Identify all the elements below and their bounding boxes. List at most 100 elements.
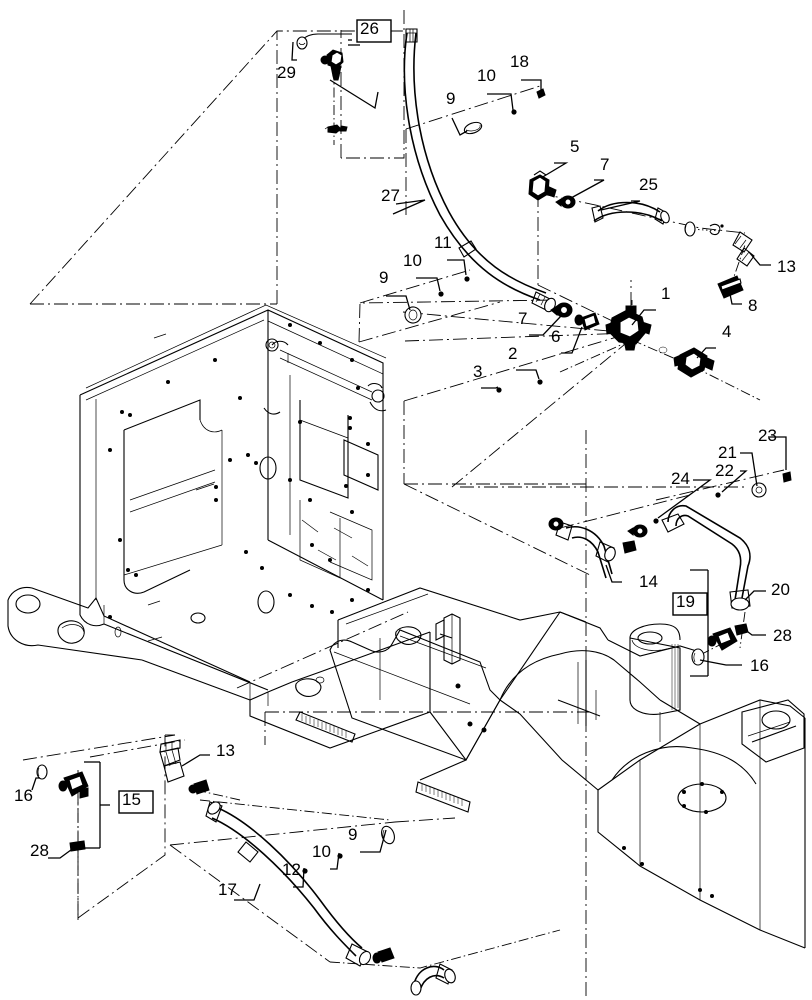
callout-28[interactable]: 28 [773, 626, 792, 645]
part-10-point-mid [438, 291, 444, 297]
callout-11[interactable]: 11 [434, 233, 452, 252]
callout-4[interactable]: 4 [722, 322, 731, 341]
reservoir-tank [629, 623, 681, 715]
callout-10[interactable]: 10 [403, 251, 422, 270]
callout-24[interactable]: 24 [671, 469, 690, 488]
callout-number: 18 [510, 52, 529, 71]
part-2-point [537, 379, 543, 385]
callout-10[interactable]: 10 [312, 842, 331, 861]
callout-box [118, 790, 154, 814]
callout-number: 20 [771, 580, 790, 599]
callout-number: 13 [777, 257, 796, 276]
part-13-fitting-upper [732, 231, 755, 267]
part-9-clamp-lower [381, 825, 395, 845]
assembly-26 [291, 33, 379, 134]
assembly-15 [31, 761, 110, 859]
callout-number: 9 [348, 825, 357, 844]
tube-20-24 [661, 504, 751, 611]
callout-number: 3 [473, 362, 482, 381]
assembly-17-lower-hose [159, 739, 456, 996]
callout-number: 16 [750, 656, 769, 675]
callout-16[interactable]: 16 [750, 656, 769, 675]
callout-number: 22 [715, 461, 734, 480]
callout-9[interactable]: 9 [348, 825, 357, 844]
callout-number: 28 [773, 626, 792, 645]
callout-22[interactable]: 22 [715, 461, 734, 480]
callout-7[interactable]: 7 [518, 309, 527, 328]
part-5-valve [528, 170, 557, 201]
callout-17[interactable]: 17 [218, 880, 237, 899]
callout-3[interactable]: 3 [473, 362, 482, 381]
assembly-14-20-24 [548, 436, 792, 677]
part-21-clamp [751, 482, 767, 498]
part-10-point [511, 109, 517, 115]
callout-1[interactable]: 1 [661, 284, 670, 303]
construction-axes [22, 10, 785, 1000]
callout-number: 9 [446, 89, 455, 108]
callout-15-group[interactable]: 15 [118, 790, 154, 814]
part-16-fitting-right [707, 627, 738, 651]
callout-number: 24 [671, 469, 690, 488]
part-13-clamp-lower [188, 779, 210, 795]
callout-21[interactable]: 21 [718, 443, 737, 462]
callout-18[interactable]: 18 [510, 52, 529, 71]
callout-27[interactable]: 27 [381, 186, 400, 205]
part-18-arrow [536, 88, 546, 99]
plate-hatch-right [421, 784, 463, 806]
callout-7[interactable]: 7 [600, 155, 609, 174]
callout-10[interactable]: 10 [477, 66, 496, 85]
callout-number: 1 [661, 284, 670, 303]
plate-hatch-left [301, 714, 347, 738]
callout-8[interactable]: 8 [748, 296, 757, 315]
cab-frame [79, 304, 387, 691]
callout-29[interactable]: 29 [277, 63, 296, 82]
callout-12[interactable]: 12 [282, 860, 301, 879]
part-26-body [320, 49, 344, 81]
parts-9-10-18-upper [451, 79, 546, 136]
part-4-fitting [673, 347, 715, 378]
part-6-fitting [574, 312, 600, 331]
callout-14[interactable]: 14 [639, 572, 658, 591]
callout-2[interactable]: 2 [508, 344, 517, 363]
callout-number: 8 [748, 296, 757, 315]
hose-25 [591, 201, 670, 225]
callout-6[interactable]: 6 [551, 327, 560, 346]
callout-number: 10 [403, 251, 422, 270]
part-1-manifold [605, 305, 652, 351]
callout-26-group[interactable]: 26 [356, 19, 392, 43]
hose-14 [555, 521, 616, 579]
callout-13[interactable]: 13 [216, 741, 235, 760]
callout-25[interactable]: 25 [639, 175, 658, 194]
callout-9[interactable]: 9 [379, 268, 388, 287]
assembly-5-7-25 [528, 162, 771, 305]
lower-hose-end-fittings [372, 947, 456, 996]
callout-number: 13 [216, 741, 235, 760]
callout-19-group[interactable]: 19 [672, 592, 708, 616]
callout-number: 2 [508, 344, 517, 363]
part-9-clamp [463, 121, 483, 135]
part-3-point [496, 387, 502, 393]
callout-16[interactable]: 16 [14, 786, 33, 805]
parts-9-10-11-middle [386, 199, 470, 324]
callout-number: 23 [758, 426, 777, 445]
callout-23[interactable]: 23 [758, 426, 777, 445]
callout-box [356, 19, 392, 43]
callout-number: 4 [722, 322, 731, 341]
callout-number: 6 [551, 327, 560, 346]
callout-number: 9 [379, 268, 388, 287]
callout-5[interactable]: 5 [570, 137, 579, 156]
part-24-point [653, 518, 659, 524]
callout-13[interactable]: 13 [777, 257, 796, 276]
callout-28[interactable]: 28 [30, 841, 49, 860]
callout-number: 29 [277, 63, 296, 82]
callout-20[interactable]: 20 [771, 580, 790, 599]
callout-9[interactable]: 9 [446, 89, 455, 108]
parts-16-28-right [691, 623, 749, 666]
hose-17 [205, 801, 372, 967]
callout-number: 12 [282, 860, 301, 879]
part-15-fitting [58, 771, 89, 799]
callout-box [672, 592, 708, 616]
callout-number: 15 [122, 790, 141, 809]
part-25-right-fittings [684, 221, 724, 237]
